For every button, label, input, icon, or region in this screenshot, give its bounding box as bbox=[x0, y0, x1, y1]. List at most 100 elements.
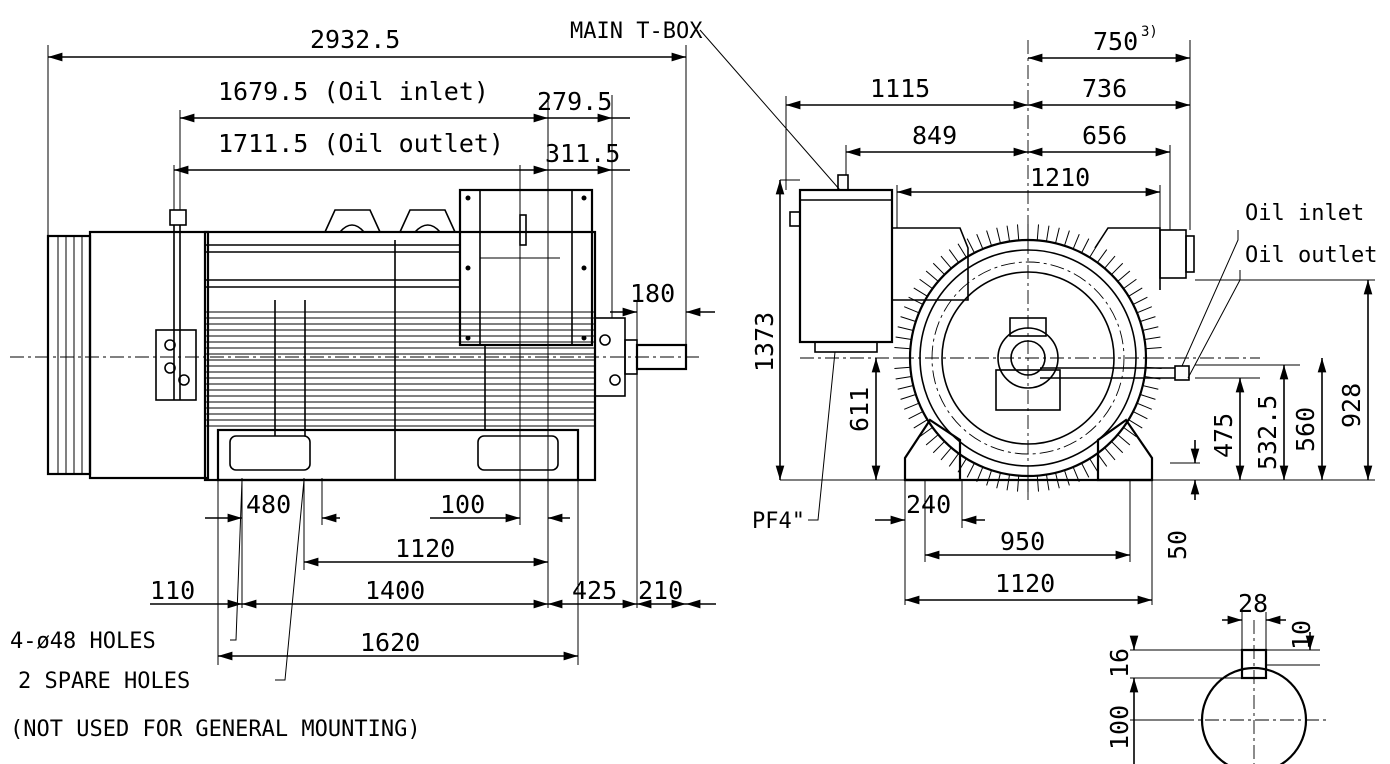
cooling-fin bbox=[1006, 225, 1011, 242]
dim-overall-length: 2932.5 bbox=[310, 25, 400, 54]
cooling-fin bbox=[1063, 470, 1070, 486]
cooling-fin bbox=[966, 238, 975, 254]
cooling-fin bbox=[894, 366, 911, 370]
cooling-fin bbox=[996, 227, 1001, 244]
dim-1210: 1210 bbox=[1030, 163, 1090, 192]
cooling-fin bbox=[1132, 296, 1148, 305]
cooling-fin bbox=[986, 470, 993, 486]
cooling-fin bbox=[1123, 278, 1137, 290]
label-oil-outlet: Oil outlet bbox=[1245, 243, 1377, 268]
cooling-fin bbox=[957, 243, 967, 258]
cooling-fin bbox=[948, 453, 960, 467]
dim-750-note: 3) bbox=[1141, 24, 1158, 40]
dim-110: 110 bbox=[150, 576, 195, 605]
cooling-fin bbox=[986, 230, 993, 246]
cooling-fin bbox=[895, 375, 912, 380]
cooling-fin bbox=[895, 336, 912, 341]
cooling-fin bbox=[1081, 238, 1090, 254]
cooling-fin bbox=[904, 402, 920, 410]
cooling-fin bbox=[932, 262, 945, 275]
dim-560: 560 bbox=[1291, 407, 1320, 452]
dim-1373: 1373 bbox=[750, 312, 779, 372]
dim-480: 480 bbox=[246, 490, 291, 519]
cooling-fin bbox=[966, 462, 975, 478]
cooling-fin bbox=[1117, 434, 1131, 446]
dim-1120-side: 1120 bbox=[395, 534, 455, 563]
cooling-fin bbox=[1016, 475, 1020, 492]
end-view-labels: 750 3) 1115 736 849 656 1210 1373 611 47… bbox=[750, 24, 1377, 598]
cooling-fin bbox=[1045, 225, 1050, 242]
cooling-fin bbox=[1136, 306, 1152, 314]
label-pf4: PF4" bbox=[752, 509, 805, 534]
cooling-fin bbox=[919, 426, 933, 438]
cooling-fin bbox=[1111, 441, 1124, 454]
label-main-tbox: MAIN T-BOX bbox=[570, 19, 703, 44]
cooling-fin bbox=[1128, 419, 1143, 429]
dim-532: 532.5 bbox=[1253, 395, 1282, 470]
dim-shaft-dia: 100 bbox=[1105, 705, 1134, 750]
dim-key-depth: 10 bbox=[1287, 620, 1316, 650]
cooling-fin bbox=[1081, 462, 1090, 478]
cooling-fin bbox=[976, 234, 984, 250]
cooling-fin bbox=[1140, 393, 1156, 400]
cooling-fin bbox=[1036, 475, 1040, 492]
cooling-fin bbox=[919, 278, 933, 290]
cooling-fin bbox=[1072, 234, 1080, 250]
cooling-fin bbox=[897, 326, 914, 331]
cooling-fin bbox=[913, 287, 928, 297]
cooling-fin bbox=[932, 441, 945, 454]
cooling-fin bbox=[1006, 474, 1011, 491]
cooling-fin bbox=[1096, 249, 1108, 263]
cooling-fin bbox=[925, 270, 939, 282]
cooling-fin bbox=[1045, 474, 1050, 491]
dim-240: 240 bbox=[906, 490, 951, 519]
cooling-fin bbox=[1063, 230, 1070, 246]
cooling-fin bbox=[1144, 336, 1161, 341]
cooling-fin bbox=[940, 447, 952, 461]
cooling-fin bbox=[897, 385, 914, 390]
cooling-fin bbox=[925, 434, 939, 446]
dim-1400: 1400 bbox=[365, 576, 425, 605]
side-view-labels: 2932.5 1679.5 (Oil inlet) 279.5 1711.5 (… bbox=[10, 19, 703, 742]
dim-475: 475 bbox=[1209, 413, 1238, 458]
cooling-fin bbox=[904, 306, 920, 314]
cooling-fin bbox=[1123, 426, 1137, 438]
dim-611: 611 bbox=[845, 387, 874, 432]
dim-key-width: 28 bbox=[1238, 589, 1268, 618]
cooling-fin bbox=[908, 411, 924, 420]
dim-1120-end: 1120 bbox=[995, 569, 1055, 598]
side-view bbox=[10, 29, 841, 681]
cooling-fin bbox=[1128, 287, 1143, 297]
dim-425: 425 bbox=[572, 576, 617, 605]
label-oil-inlet: Oil inlet bbox=[1245, 201, 1364, 226]
label-mounting-holes: 4-ø48 HOLES bbox=[10, 629, 156, 654]
label-not-used: (NOT USED FOR GENERAL MOUNTING) bbox=[10, 717, 421, 742]
dim-210: 210 bbox=[638, 576, 683, 605]
label-spare-holes: 2 SPARE HOLES bbox=[18, 669, 190, 694]
cooling-fin bbox=[900, 393, 916, 400]
shaft-detail-labels: 28 10 16 100 bbox=[1105, 589, 1316, 750]
dim-656: 656 bbox=[1082, 121, 1127, 150]
dim-279: 279.5 bbox=[537, 87, 612, 116]
cooling-fin bbox=[1142, 385, 1159, 390]
cooling-fin bbox=[913, 419, 928, 429]
dim-180: 180 bbox=[630, 279, 675, 308]
dim-928: 928 bbox=[1337, 383, 1366, 428]
cooling-fin bbox=[1136, 402, 1152, 410]
dim-1115: 1115 bbox=[870, 74, 930, 103]
dim-736: 736 bbox=[1082, 74, 1127, 103]
dim-oil-outlet: 1711.5 (Oil outlet) bbox=[218, 129, 504, 158]
cooling-fin bbox=[894, 346, 911, 350]
cooling-fin bbox=[1104, 255, 1116, 269]
cooling-fin bbox=[1132, 411, 1148, 420]
cooling-fin bbox=[1055, 227, 1060, 244]
dim-1620: 1620 bbox=[360, 628, 420, 657]
cooling-fin bbox=[940, 255, 952, 269]
dim-311: 311.5 bbox=[545, 139, 620, 168]
dim-100: 100 bbox=[440, 490, 485, 519]
cooling-fin bbox=[1142, 326, 1159, 331]
end-view bbox=[775, 40, 1375, 605]
cooling-fin bbox=[1140, 316, 1156, 323]
